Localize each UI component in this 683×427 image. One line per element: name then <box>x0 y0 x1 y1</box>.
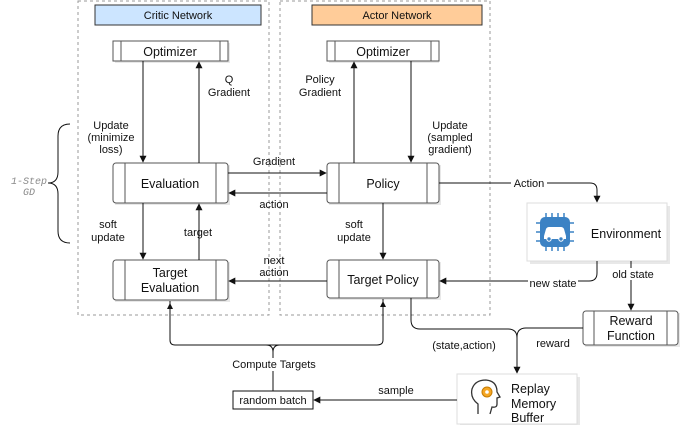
replay-label-line2: Memory <box>511 397 557 411</box>
label-soft-update-actor-1: soft <box>345 219 363 231</box>
actor-optimizer-node: Optimizer <box>326 40 440 63</box>
actor-network-title: Actor Network <box>362 10 432 22</box>
environment-node: Environment <box>526 202 670 264</box>
label-update-minimize-2: (minimize <box>87 132 134 144</box>
label-reward: reward <box>536 338 570 350</box>
policy-node: Policy <box>326 162 441 205</box>
label-target: target <box>184 227 212 239</box>
critic-optimizer-label: Optimizer <box>143 45 196 59</box>
target-policy-node: Target Policy <box>326 259 441 300</box>
random-batch-node: random batch <box>232 390 314 410</box>
replay-label-line1: Replay <box>511 382 551 396</box>
label-policy-gradient-2: Gradient <box>299 87 341 99</box>
edge-environment-to-target-policy <box>439 261 598 285</box>
label-action: action <box>259 199 288 211</box>
target-policy-label: Target Policy <box>347 273 419 287</box>
label-soft-update-critic-1: soft <box>99 219 117 231</box>
gd-label-line2: GD <box>23 188 35 199</box>
edge-reward-to-replay <box>516 327 583 373</box>
label-next-action-2: action <box>259 267 288 279</box>
actor-network-group <box>279 0 491 316</box>
critic-network-title: Critic Network <box>144 10 213 22</box>
reward-function-label-line2: Function <box>607 329 655 343</box>
label-update-minimize-3: loss) <box>99 144 122 156</box>
label-update-sampled-2: (sampled <box>427 132 472 144</box>
gd-brace <box>47 123 71 244</box>
evaluation-label: Evaluation <box>141 177 199 191</box>
label-gradient: Gradient <box>253 156 295 168</box>
label-update-minimize-1: Update <box>93 120 128 132</box>
label-soft-update-critic-2: update <box>91 232 125 244</box>
actor-optimizer-label: Optimizer <box>356 45 409 59</box>
label-compute-targets: Compute Targets <box>232 359 316 371</box>
label-sample: sample <box>378 385 413 397</box>
label-q-gradient-1: Q <box>225 74 234 86</box>
label-soft-update-actor-2: update <box>337 232 371 244</box>
gd-label-line1: 1-Step <box>11 177 47 188</box>
target-evaluation-label-line2: Evaluation <box>141 281 199 295</box>
car-chip-icon <box>536 213 574 251</box>
label-next-action-1: next <box>264 255 285 267</box>
label-action-env: Action <box>514 178 545 190</box>
edge-policy-to-environment <box>439 182 601 203</box>
replay-label-line3: Buffer <box>511 411 544 425</box>
evaluation-node: Evaluation <box>112 162 230 205</box>
label-state-action: (state,action) <box>432 340 496 352</box>
environment-label: Environment <box>591 227 662 241</box>
label-update-sampled-3: gradient) <box>428 144 471 156</box>
brain-gear-icon <box>470 379 501 415</box>
edge-random-batch-to-targets <box>169 299 384 391</box>
critic-optimizer-node: Optimizer <box>112 40 230 63</box>
target-evaluation-node: Target Evaluation <box>112 259 230 302</box>
replay-memory-node: Replay Memory Buffer <box>456 373 580 425</box>
label-update-sampled-1: Update <box>432 120 467 132</box>
label-policy-gradient-1: Policy <box>305 74 335 86</box>
reward-function-label-line1: Reward <box>609 314 652 328</box>
reward-function-node: Reward Function <box>582 310 680 347</box>
random-batch-label: random batch <box>239 395 306 407</box>
target-evaluation-label-line1: Target <box>153 266 188 280</box>
label-q-gradient-2: Gradient <box>208 87 250 99</box>
policy-label: Policy <box>366 177 400 191</box>
label-old-state: old state <box>612 269 654 281</box>
critic-network-group <box>77 0 270 316</box>
label-new-state: new state <box>529 278 576 290</box>
edge-target-policy-to-replay <box>410 298 521 374</box>
